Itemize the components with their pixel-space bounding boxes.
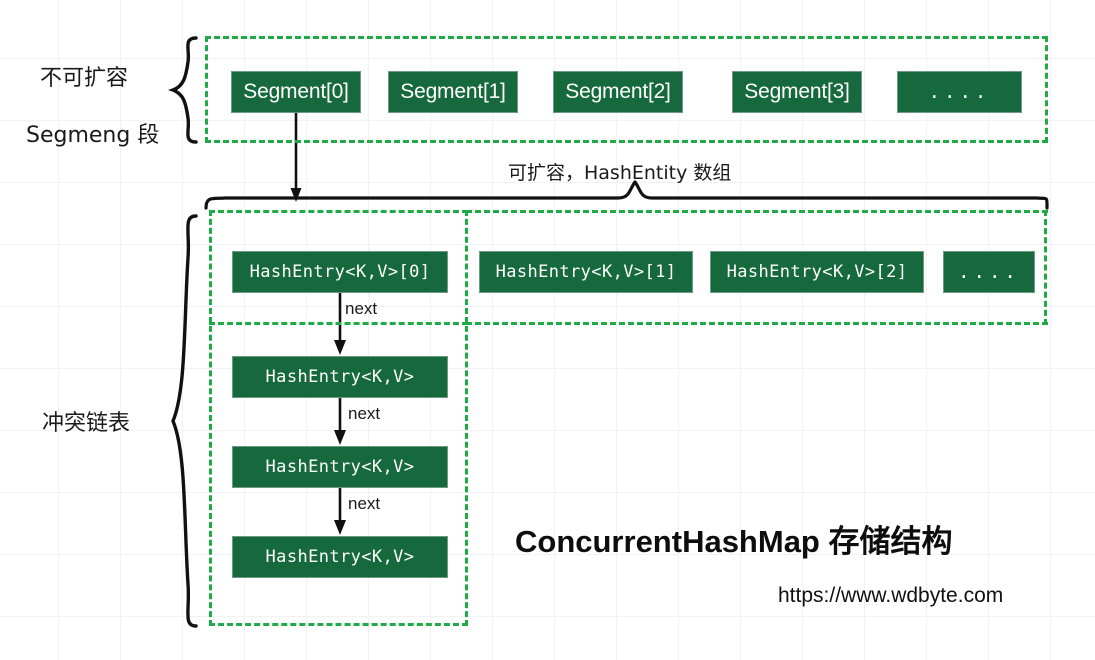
chain-edge-label-1: next	[345, 299, 378, 318]
chain-node-2[interactable]: HashEntry<K,V>	[233, 447, 447, 487]
segment-region-label-line1: 不可扩容	[40, 66, 129, 91]
chain-edge-label-3: next	[348, 494, 381, 513]
first-bucket-array-divider	[209, 322, 468, 325]
diagram-title: ConcurrentHashMap 存储结构	[515, 524, 953, 559]
chain-node-1[interactable]: HashEntry<K,V>	[233, 357, 447, 397]
hashentry-array-region-top	[466, 210, 1048, 213]
hashentry-box-ellipsis: ....	[944, 252, 1034, 292]
hashentry-array-region-bottom	[466, 322, 1048, 325]
chain-node-3[interactable]: HashEntry<K,V>	[233, 537, 447, 577]
chain-edge-label-2: next	[348, 404, 381, 423]
hashentry-array-region-right	[1044, 210, 1047, 325]
hashentity-array-label: 可扩容，HashEntity 数组	[508, 162, 732, 184]
collision-chain-label: 冲突链表	[42, 411, 131, 436]
collision-chain-brace	[171, 214, 198, 628]
segment-array-region	[205, 36, 1048, 143]
segment-region-label-line2: Segmeng 段	[26, 123, 160, 148]
hashentity-array-brace	[204, 180, 1049, 210]
first-bucket-region	[209, 210, 468, 626]
segment-box-1[interactable]: Segment[1]	[389, 72, 517, 112]
hashentry-box-2[interactable]: HashEntry<K,V>[2]	[711, 252, 923, 292]
segment-box-2[interactable]: Segment[2]	[554, 72, 682, 112]
segment-region-brace	[168, 36, 198, 144]
segment-box-ellipsis: ....	[898, 72, 1021, 112]
source-url: https://www.wdbyte.com	[778, 584, 1004, 607]
hashentry-box-0[interactable]: HashEntry<K,V>[0]	[233, 252, 447, 292]
segment-to-array-arrow-head	[290, 188, 302, 202]
segment-box-0[interactable]: Segment[0]	[232, 72, 360, 112]
segment-box-3[interactable]: Segment[3]	[733, 72, 861, 112]
hashentry-box-1[interactable]: HashEntry<K,V>[1]	[480, 252, 692, 292]
